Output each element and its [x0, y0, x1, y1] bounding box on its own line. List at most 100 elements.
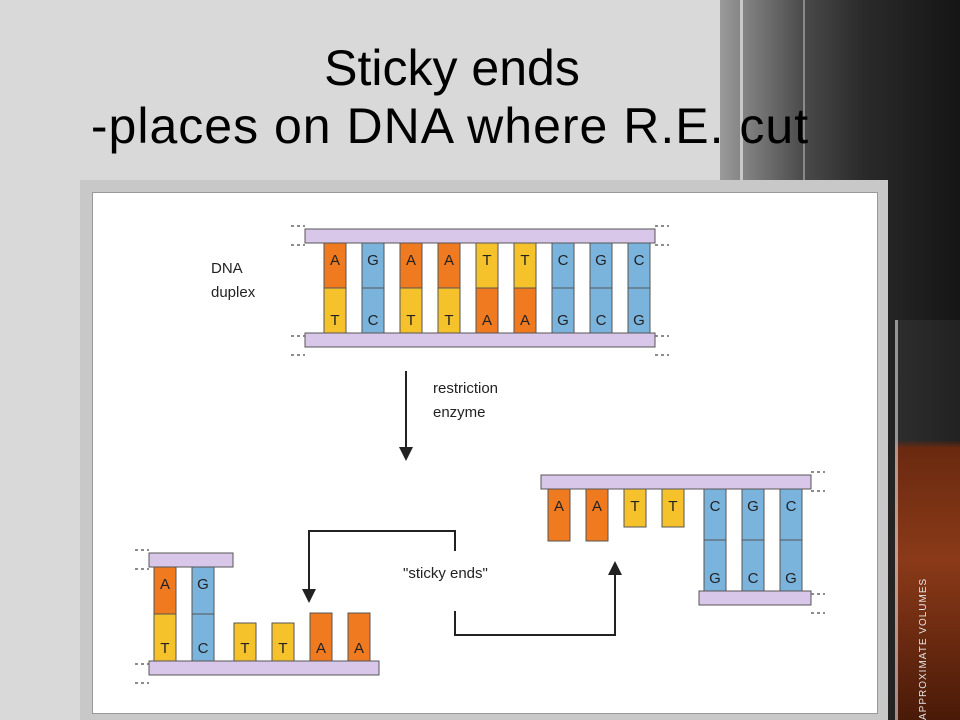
sticky-arrow-left-path	[308, 530, 456, 591]
left-overhang-3: A	[309, 612, 333, 662]
duplex-base-pair-5-top-letter: T	[482, 252, 491, 269]
sticky-arrow-left-head	[302, 589, 316, 603]
duplex-base-pair-7-top: C	[551, 242, 575, 289]
right-fragment-pair-1-top: C	[703, 488, 727, 541]
right-fragment-pair-1-bottom-letter: G	[709, 570, 721, 587]
duplex-base-pair-8-top-letter: G	[595, 252, 607, 269]
right-overhang-2-bar	[585, 488, 609, 542]
duplex-base-pair-9-top-letter: C	[634, 252, 645, 269]
duplex-base-pair-3-bottom-letter: T	[406, 312, 415, 329]
right-overhang-2-letter: A	[592, 498, 602, 515]
duplex-base-pair-3-top: A	[399, 242, 423, 289]
sticky-ends-figure: DNA duplex restriction enzyme "sticky en…	[80, 180, 888, 720]
duplex-base-pair-1-bottom-bar	[323, 287, 347, 334]
right-overhang-3-bar	[623, 488, 647, 528]
duplex-base-pair-6-top: T	[513, 242, 537, 289]
left-fragment-pair-2-top-letter: G	[197, 576, 209, 593]
duplex-base-pair-7-bottom: G	[551, 287, 575, 334]
duplex-base-pair-1-top-letter: A	[330, 252, 340, 269]
duplex-base-pair-4-bottom: T	[437, 287, 461, 334]
duplex-base-pair-5-bottom-letter: A	[482, 312, 492, 329]
left-overhang-4-letter: A	[354, 640, 364, 657]
duplex-base-pair-6-top-letter: T	[520, 252, 529, 269]
left-fragment-pair-1-bottom-letter: T	[160, 640, 169, 657]
beaker-volume-text: APPROXIMATE VOLUMES	[918, 577, 929, 720]
right-overhang-1-letter: A	[554, 498, 564, 515]
duplex-base-pair-6-bottom: A	[513, 287, 537, 334]
title-line-2: -places on DNA where R.E. cut	[90, 98, 810, 154]
duplex-base-pair-3-top-letter: A	[406, 252, 416, 269]
left-fragment-pair-2-bottom-letter: C	[198, 640, 209, 657]
right-fragment-pair-1-bottom: G	[703, 539, 727, 592]
duplex-base-pair-1-bottom: T	[323, 287, 347, 334]
duplex-base-pair-2-bottom: C	[361, 287, 385, 334]
right-fragment-pair-3-bottom-bar	[779, 539, 803, 592]
left-overhang-1-bar	[233, 622, 257, 662]
duplex-base-pair-2-bottom-letter: C	[368, 312, 379, 329]
duplex-base-pair-4-top: A	[437, 242, 461, 289]
duplex-base-pair-8-bottom: C	[589, 287, 613, 334]
right-fragment-pair-2-top: G	[741, 488, 765, 541]
left-overhang-3-letter: A	[316, 640, 326, 657]
duplex-base-pair-3-bottom-bar	[399, 287, 423, 334]
duplex-base-pair-7-top-letter: C	[558, 252, 569, 269]
enzyme-label-line2: enzyme	[433, 404, 486, 421]
left-overhang-4: A	[347, 612, 371, 662]
duplex-base-pair-1-top: A	[323, 242, 347, 289]
duplex-base-pair-1-bottom-letter: T	[330, 312, 339, 329]
duplex-base-pair-9-bottom-letter: G	[633, 312, 645, 329]
right-overhang-4-bar	[661, 488, 685, 528]
left-overhang-1-letter: T	[240, 640, 249, 657]
left-overhang-3-bar	[309, 612, 333, 662]
duplex-base-pair-6-bottom-letter: A	[520, 312, 530, 329]
dna-diagram: DNA duplex restriction enzyme "sticky en…	[135, 225, 825, 684]
duplex-base-pair-5-top: T	[475, 242, 499, 289]
left-overhang-2-bar	[271, 622, 295, 662]
duplex-base-pair-6-bottom-bar	[513, 287, 537, 334]
title-line-1: Sticky ends	[324, 40, 580, 96]
duplex-base-pair-8-bottom-letter: C	[596, 312, 607, 329]
right-fragment-pair-3-top-letter: C	[786, 498, 797, 515]
duplex-base-pair-4-top-letter: A	[444, 252, 454, 269]
duplex-base-pair-9-bottom: G	[627, 287, 651, 334]
duplex-base-pair-7-bottom-bar	[551, 287, 575, 334]
left-fragment-pair-2-top: G	[191, 566, 215, 615]
left-fragment-pair-1-top-letter: A	[160, 576, 170, 593]
figure-panel: DNA duplex restriction enzyme "sticky en…	[92, 192, 878, 714]
left-overhang-2: T	[271, 622, 295, 662]
right-fragment-pair-2-bottom: C	[741, 539, 765, 592]
duplex-base-pair-5-bottom: A	[475, 287, 499, 334]
duplex-base-pair-8-bottom-bar	[589, 287, 613, 334]
duplex-top-strand	[304, 228, 656, 244]
duplex-base-pair-9-bottom-bar	[627, 287, 651, 334]
left-fragment-pair-1-bottom-bar	[153, 613, 177, 662]
duplex-base-pair-4-bottom-bar	[437, 287, 461, 334]
duplex-base-pair-2-top: G	[361, 242, 385, 289]
right-overhang-3-letter: T	[630, 498, 639, 515]
left-overhang-1: T	[233, 622, 257, 662]
left-fragment-pair-1-top: A	[153, 566, 177, 615]
right-overhang-3: T	[623, 488, 647, 528]
right-fragment-top-strand	[540, 474, 812, 490]
right-fragment-pair-3-bottom-letter: G	[785, 570, 797, 587]
left-overhang-4-bar	[347, 612, 371, 662]
left-fragment-top-strand	[148, 552, 234, 568]
right-overhang-2: A	[585, 488, 609, 542]
duplex-base-pair-5-bottom-bar	[475, 287, 499, 334]
left-fragment-pair-1-bottom: T	[153, 613, 177, 662]
left-fragment-pair-2-bottom: C	[191, 613, 215, 662]
left-overhang-2-letter: T	[278, 640, 287, 657]
duplex-base-pair-3-bottom: T	[399, 287, 423, 334]
left-fragment-bottom-strand	[148, 660, 380, 676]
dna-label-line1: DNA	[211, 260, 243, 277]
right-overhang-1-bar	[547, 488, 571, 542]
right-overhang-1: A	[547, 488, 571, 542]
right-overhang-4-letter: T	[668, 498, 677, 515]
right-overhang-4: T	[661, 488, 685, 528]
sticky-arrow-right-path	[454, 573, 616, 636]
duplex-base-pair-7-bottom-letter: G	[557, 312, 569, 329]
right-fragment-pair-1-top-letter: C	[710, 498, 721, 515]
dna-label-line2: duplex	[211, 284, 256, 301]
